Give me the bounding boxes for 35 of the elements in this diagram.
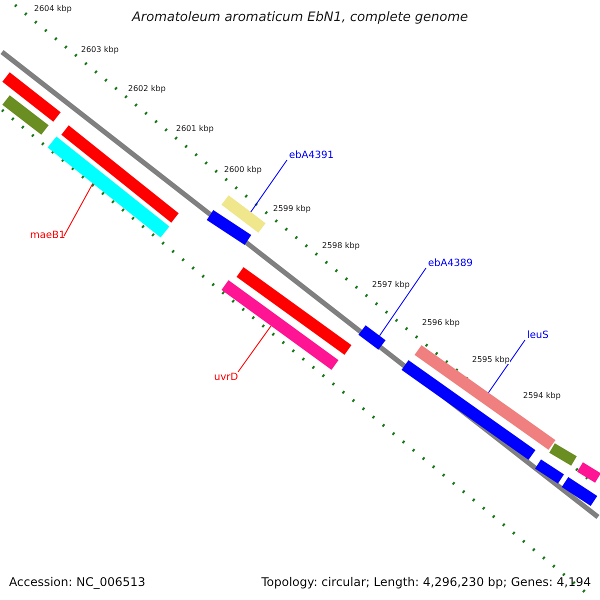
tick-label: 2595 kbp: [472, 355, 510, 364]
accession-text: Accession: NC_006513: [9, 575, 146, 589]
gene-bar: [206, 210, 252, 245]
gene-bar: [236, 267, 352, 355]
gene-bar: [358, 325, 386, 350]
gene-bar: [2, 95, 49, 135]
gene-bar: [535, 459, 564, 484]
gene-label: leuS: [527, 330, 549, 342]
tick-label: 2600 kbp: [224, 165, 262, 174]
gene-label: ebA4391: [289, 150, 334, 162]
genome-info-text: Topology: circular; Length: 4,296,230 bp; Genes: 4,194: [261, 575, 591, 589]
tick-label: 2601 kbp: [176, 124, 214, 133]
map-title: Aromatoleum aromaticum EbN1, complete genome: [130, 10, 469, 25]
tick-label: 2597 kbp: [372, 280, 410, 289]
gene-bar: [221, 195, 266, 233]
gene-bar: [2, 72, 61, 122]
tick-label: 2596 kbp: [422, 318, 460, 327]
tick-label: 2594 kbp: [523, 391, 561, 400]
gene-bar: [577, 462, 600, 483]
leader-line: [379, 268, 426, 336]
gene-label: uvrD: [214, 372, 238, 384]
leader-line: [238, 325, 272, 372]
tick-label: 2604 kbp: [34, 4, 72, 13]
gene-bar: [549, 443, 577, 466]
tick-label: 2598 kbp: [322, 241, 360, 250]
gene-bar: [562, 477, 598, 506]
leader-line: [488, 340, 526, 394]
gene-label: ebA4389: [428, 258, 473, 270]
tick-label: 2599 kbp: [273, 204, 311, 213]
leader-line: [64, 183, 94, 236]
tick-label: 2602 kbp: [128, 84, 166, 93]
gene-bar: [222, 280, 338, 370]
gene-label: maeB1: [30, 230, 66, 242]
leader-line: [250, 160, 288, 212]
tick-label: 2603 kbp: [81, 45, 119, 54]
